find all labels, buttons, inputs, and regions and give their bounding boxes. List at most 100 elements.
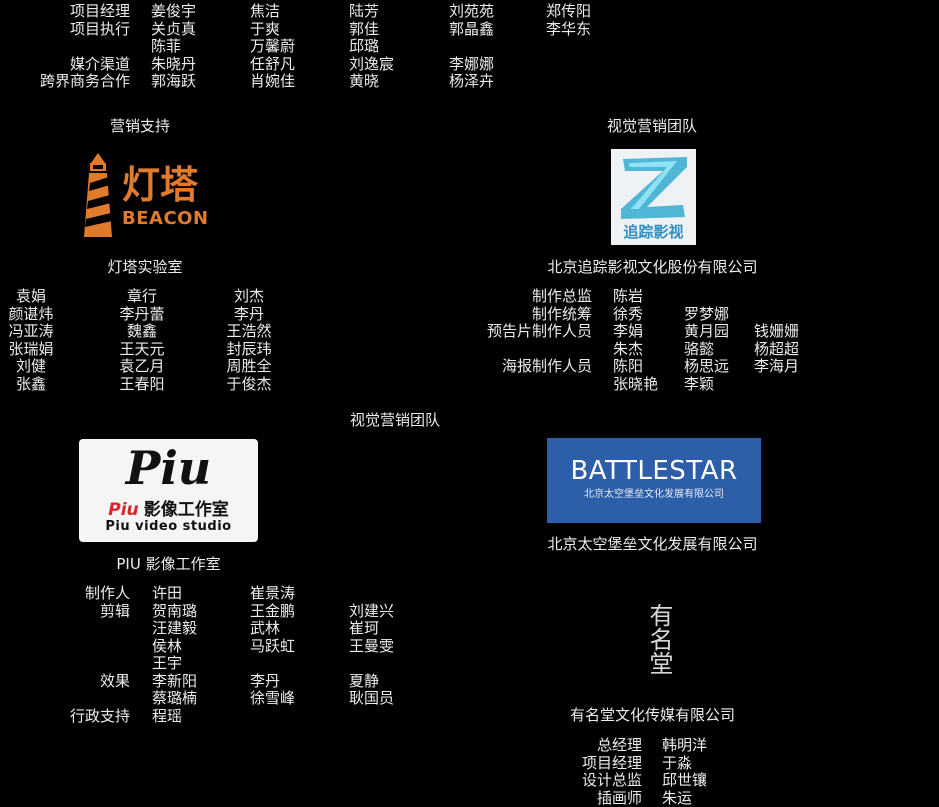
credit-role: 效果 — [40, 673, 130, 691]
credit-name: 张晓艳 — [613, 376, 658, 394]
credit-name: 杨思远 — [684, 358, 729, 376]
piu-logo-cn: 影像工作室 — [144, 500, 229, 520]
credit-name: 贺南璐 — [152, 603, 197, 621]
beacon-names-col1: 袁娟 颜谌炜 冯亚涛 张瑞娟 刘健 张鑫 — [2, 288, 60, 393]
credit-name: 于俊杰 — [219, 376, 279, 394]
credit-name: 朱杰 — [613, 341, 658, 359]
credit-name: 李丹 — [250, 673, 295, 691]
credit-role: 插画师 — [550, 790, 642, 807]
credit-name: 陈阳 — [613, 358, 658, 376]
credit-name: 王金鹏 — [250, 603, 295, 621]
top-names-col1: 姜俊宇 关贞真 陈菲 朱晓丹 郭海跃 — [151, 3, 196, 91]
zhuizong-names-col1: 陈岩 徐秀 李娟 朱杰 陈阳 张晓艳 — [613, 288, 658, 393]
credit-role: 跨界商务合作 — [10, 73, 130, 91]
credit-name: 王宇 — [152, 655, 197, 673]
credit-name: 王浩然 — [219, 323, 279, 341]
credit-name: 姜俊宇 — [151, 3, 196, 21]
credit-name: 周胜全 — [219, 358, 279, 376]
section-heading-visual-marketing-2: 视觉营销团队 — [325, 412, 465, 430]
piu-logo: Piu Piu 影像工作室 Piu video studio — [79, 439, 258, 542]
piu-logo-line: Piu 影像工作室 — [79, 495, 258, 520]
credit-role: 行政支持 — [40, 708, 130, 726]
beacon-names-col2: 章行 李丹蕾 魏鑫 王天元 袁乙月 王春阳 — [112, 288, 172, 393]
battlestar-logo-cn: 北京太空堡垒文化发展有限公司 — [547, 489, 761, 501]
credit-role: 项目执行 — [10, 21, 130, 39]
top-names-col3: 陆芳 郭佳 邱璐 刘逸宸 黄晓 — [349, 3, 394, 91]
credit-role: 总经理 — [550, 737, 642, 755]
credit-name: 武林 — [250, 620, 295, 638]
youmingtang-names: 韩明洋 于淼 邱世镶 朱运 — [662, 737, 707, 807]
credit-name: 李华东 — [546, 21, 591, 39]
top-names-col5: 郑传阳 李华东 — [546, 3, 591, 38]
credit-name: 骆懿 — [684, 341, 729, 359]
company-name-youmingtang: 有名堂文化传媒有限公司 — [540, 707, 765, 725]
piu-logo-red: Piu — [108, 500, 138, 520]
beacon-names-col3: 刘杰 李丹 王浩然 封辰玮 周胜全 于俊杰 — [219, 288, 279, 393]
credit-name: 王曼雯 — [349, 638, 394, 656]
credit-name: 杨泽卉 — [449, 73, 494, 91]
credit-name: 张瑞娟 — [2, 341, 60, 359]
top-names-col4: 刘苑苑 郭晶鑫 李娜娜 杨泽卉 — [449, 3, 494, 91]
credit-name: 夏静 — [349, 673, 394, 691]
credit-name: 郭晶鑫 — [449, 21, 494, 39]
credit-name: 袁娟 — [2, 288, 60, 306]
credit-name: 颜谌炜 — [2, 306, 60, 324]
credit-role: 制作总监 — [430, 288, 592, 306]
credit-role: 项目经理 — [550, 755, 642, 773]
credit-name: 任舒凡 — [250, 56, 295, 74]
lighthouse-icon — [78, 153, 118, 238]
credit-name: 李海月 — [754, 358, 799, 376]
company-name-zhuizong: 北京追踪影视文化股份有限公司 — [510, 259, 795, 277]
youmingtang-logo: 有名堂 — [628, 601, 676, 683]
credit-name: 邱世镶 — [662, 772, 707, 790]
credit-name: 关贞真 — [151, 21, 196, 39]
credit-role: 媒介渠道 — [10, 56, 130, 74]
credit-name: 崔珂 — [349, 620, 394, 638]
credit-name: 汪建毅 — [152, 620, 197, 638]
credit-name: 陈菲 — [151, 38, 196, 56]
credit-name: 程瑶 — [152, 708, 197, 726]
zhuizong-roles: 制作总监 制作统筹 预告片制作人员 海报制作人员 — [430, 288, 592, 376]
credit-name: 刘健 — [2, 358, 60, 376]
company-name-battlestar: 北京太空堡垒文化发展有限公司 — [510, 536, 795, 554]
credit-name — [250, 655, 295, 673]
credit-name: 李丹 — [219, 306, 279, 324]
credit-name: 章行 — [112, 288, 172, 306]
piu-names-col2: 崔景涛 王金鹏 武林 马跃虹 李丹 徐雪峰 — [250, 585, 295, 708]
piu-roles: 制作人 剪辑 效果 行政支持 — [40, 585, 130, 725]
credit-name: 封辰玮 — [219, 341, 279, 359]
credit-name: 张鑫 — [2, 376, 60, 394]
credit-name: 徐雪峰 — [250, 690, 295, 708]
piu-names-col3: 刘建兴 崔珂 王曼雯 夏静 耿国员 — [349, 585, 394, 708]
credit-role: 预告片制作人员 — [430, 323, 592, 341]
credit-role — [40, 638, 130, 656]
zhuizong-logo: 追踪影视 — [611, 149, 696, 245]
credit-role: 项目经理 — [10, 3, 130, 21]
credit-name: 李娜娜 — [449, 56, 494, 74]
credit-name: 徐秀 — [613, 306, 658, 324]
credit-name: 于淼 — [662, 755, 707, 773]
credit-name: 刘逸宸 — [349, 56, 394, 74]
section-heading-visual-marketing: 视觉营销团队 — [582, 118, 722, 136]
beacon-logo-cn: 灯塔 — [122, 163, 198, 207]
credit-role — [40, 620, 130, 638]
credit-name: 钱姗姗 — [754, 323, 799, 341]
credit-name: 侯林 — [152, 638, 197, 656]
credit-name: 耿国员 — [349, 690, 394, 708]
credit-name: 李新阳 — [152, 673, 197, 691]
credit-role — [40, 690, 130, 708]
piu-logo-big: Piu — [79, 441, 258, 495]
credit-name: 刘苑苑 — [449, 3, 494, 21]
company-name-beacon: 灯塔实验室 — [80, 259, 210, 277]
credit-name: 朱运 — [662, 790, 707, 807]
credit-name: 李颖 — [684, 376, 729, 394]
company-name-piu: PIU 影像工作室 — [79, 556, 258, 574]
credit-role: 制作统筹 — [430, 306, 592, 324]
zhuizong-names-col3: 钱姗姗 杨超超 李海月 — [754, 288, 799, 376]
credit-name: 朱晓丹 — [151, 56, 196, 74]
credit-name: 肖婉佳 — [250, 73, 295, 91]
credit-name: 魏鑫 — [112, 323, 172, 341]
credit-name: 刘建兴 — [349, 603, 394, 621]
beacon-logo-en: BEACON — [122, 209, 209, 229]
zhuizong-logo-text: 追踪影视 — [611, 223, 696, 241]
